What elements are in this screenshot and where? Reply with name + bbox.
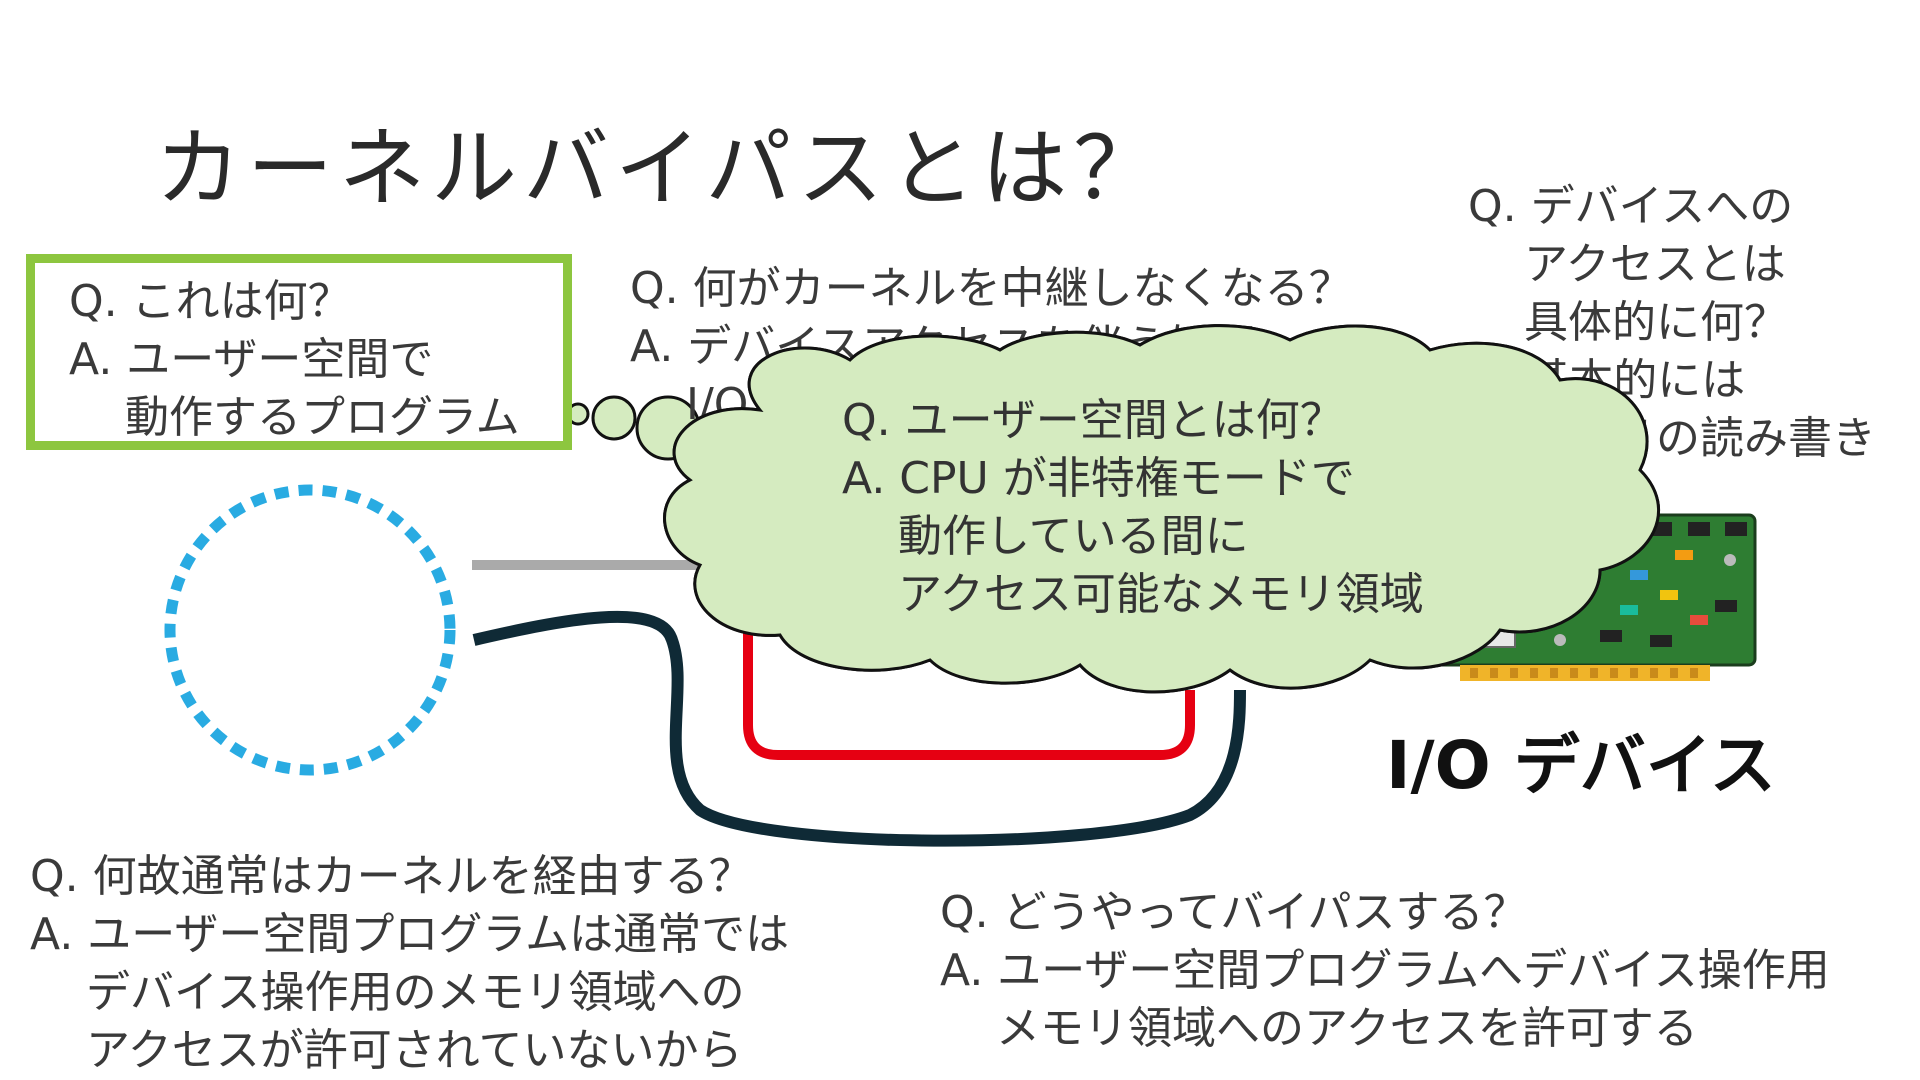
cloud-question: Q. ユーザー空間とは何？ <box>842 395 1344 446</box>
right-question-line3: 具体的に何？ <box>1524 297 1788 348</box>
box-answer-line2: 動作するプログラム <box>125 392 520 443</box>
page-title: カーネルバイパスとは？ <box>155 119 1166 219</box>
bottom-left-question: Q. 何故通常はカーネルを経由する？ <box>30 851 753 902</box>
box-question: Q. これは何？ <box>69 276 352 327</box>
cloud-answer-line1: A. CPU が非特権モードで <box>842 453 1355 504</box>
cloud-answer-line2: 動作している間に <box>898 511 1249 562</box>
red-path <box>743 600 1195 760</box>
bottom-left-answer-line2: デバイス操作用のメモリ領域への <box>86 967 745 1018</box>
dotted-circle-icon <box>164 484 456 776</box>
box-qa: Q. これは何？ A. ユーザー空間で 動作するプログラム <box>69 273 563 447</box>
bottom-left-answer-line3: アクセスが許可されていないから <box>86 1025 743 1076</box>
mid-question: Q. 何がカーネルを中継しなくなる？ <box>630 263 1353 314</box>
io-device-label: I/O デバイス <box>1386 727 1776 804</box>
bottom-right-qa: Q. どうやってバイパスする？ A. ユーザー空間プログラムへデバイス操作用 メ… <box>940 884 1830 1058</box>
bottom-right-answer-line2: メモリ領域へのアクセスを許可する <box>996 1003 1698 1054</box>
cloud-answer-line3: アクセス可能なメモリ領域 <box>898 569 1424 620</box>
bottom-left-answer-line1: A. ユーザー空間プログラムは通常では <box>30 909 790 960</box>
right-qa: Q. デバイスへの アクセスとは 具体的に何？ A. 基本的には メモリの読み書… <box>1468 178 1876 468</box>
thought-dot-medium <box>591 395 637 441</box>
bottom-left-qa: Q. 何故通常はカーネルを経由する？ A. ユーザー空間プログラムは通常では デ… <box>30 848 789 1080</box>
bottom-right-question: Q. どうやってバイパスする？ <box>940 887 1528 938</box>
bottom-right-answer-line1: A. ユーザー空間プログラムへデバイス操作用 <box>940 945 1830 996</box>
user-program-qa-box: Q. これは何？ A. ユーザー空間で 動作するプログラム <box>26 254 572 450</box>
navy-path <box>472 610 1246 847</box>
right-question-line1: Q. デバイスへの <box>1468 181 1794 232</box>
box-answer-line1: A. ユーザー空間で <box>69 334 434 385</box>
right-question-line2: アクセスとは <box>1524 239 1786 290</box>
cloud-qa: Q. ユーザー空間とは何？ A. CPU が非特権モードで 動作している間に ア… <box>842 392 1424 624</box>
